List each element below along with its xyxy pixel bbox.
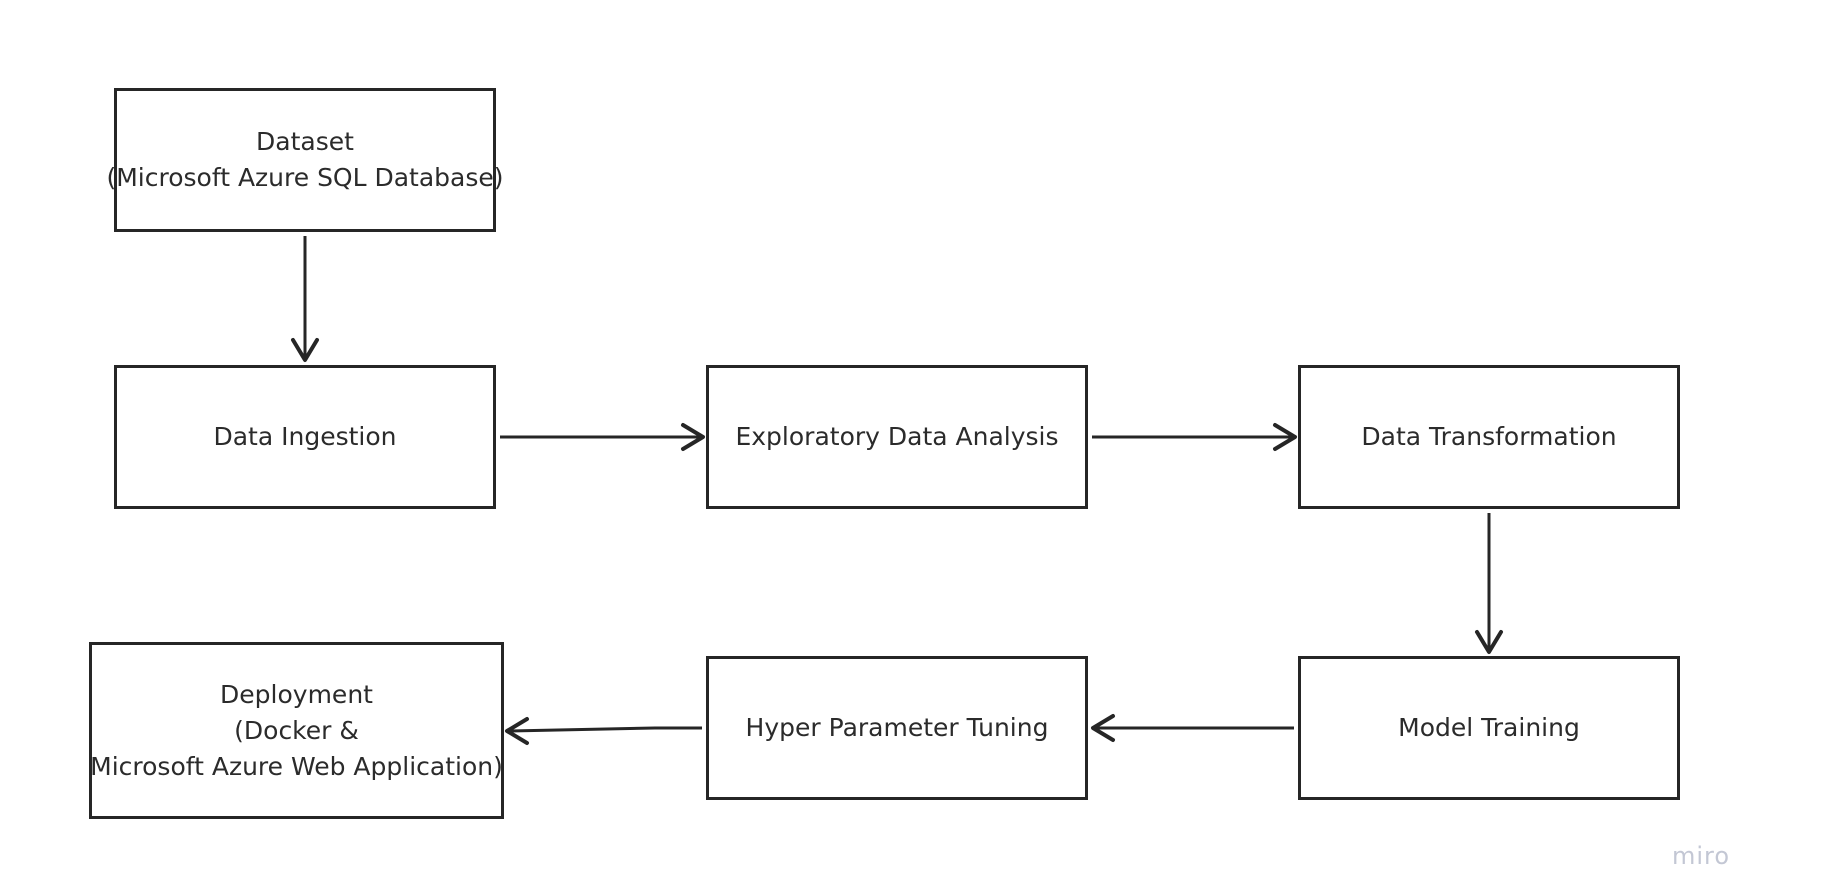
edge-ingestion-to-eda xyxy=(500,423,705,451)
node-deployment-line-3: Microsoft Azure Web Application) xyxy=(90,751,503,781)
node-model-training-label: Model Training xyxy=(1398,713,1580,742)
node-hyper-parameter-tuning-label: Hyper Parameter Tuning xyxy=(745,713,1049,742)
edge-eda-to-transform xyxy=(1092,423,1297,451)
node-data-ingestion[interactable]: Data Ingestion xyxy=(114,365,496,509)
node-model-training[interactable]: Model Training xyxy=(1298,656,1680,800)
node-dataset-line-1: Dataset xyxy=(256,127,354,156)
edge-transform-to-training xyxy=(1475,513,1503,654)
node-deployment-line-1: Deployment xyxy=(220,679,373,709)
node-data-transformation[interactable]: Data Transformation xyxy=(1298,365,1680,509)
node-dataset-line-2: (Microsoft Azure SQL Database) xyxy=(106,163,504,192)
edge-training-to-tuning xyxy=(1091,714,1294,742)
node-deployment-line-2: (Docker & xyxy=(234,715,359,745)
node-hyper-parameter-tuning[interactable]: Hyper Parameter Tuning xyxy=(706,656,1088,800)
edge-tuning-to-deployment xyxy=(505,717,702,745)
node-data-transformation-label: Data Transformation xyxy=(1361,422,1617,451)
node-deployment[interactable]: Deployment (Docker & Microsoft Azure Web… xyxy=(89,642,504,819)
node-exploratory-data-analysis[interactable]: Exploratory Data Analysis xyxy=(706,365,1088,509)
node-eda-label: Exploratory Data Analysis xyxy=(735,422,1059,451)
node-data-ingestion-label: Data Ingestion xyxy=(213,422,397,451)
miro-watermark: miro xyxy=(1672,842,1731,870)
node-dataset[interactable]: Dataset (Microsoft Azure SQL Database) xyxy=(106,88,504,232)
edge-dataset-to-ingestion xyxy=(291,236,319,362)
